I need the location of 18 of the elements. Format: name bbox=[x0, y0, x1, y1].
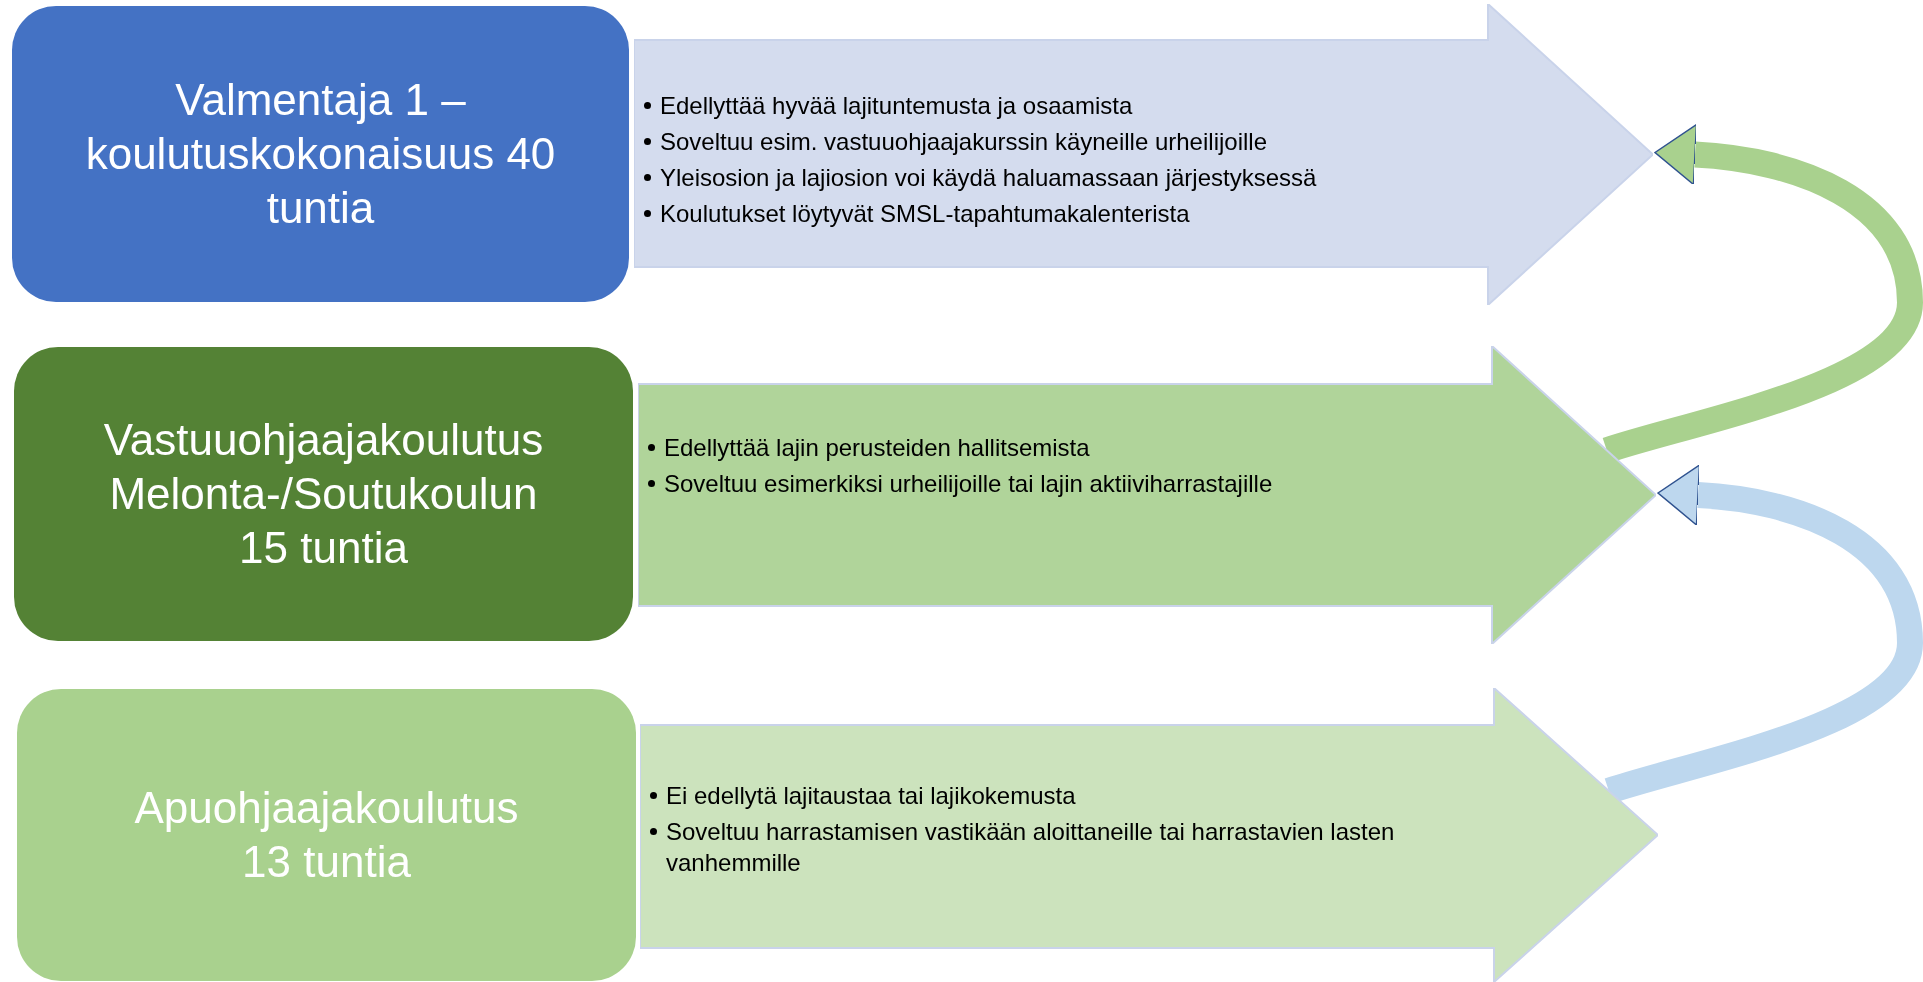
box-title: Vastuuohjaajakoulutus Melonta-/Soutukoulun 15 tuntia bbox=[102, 414, 545, 574]
box-title: Valmentaja 1 – koulutuskokonaisuus 40 tuntia bbox=[84, 74, 557, 234]
bullet-text: Yleisosion ja lajiosion voi käydä haluamassaan järjestyksessä bbox=[660, 163, 1317, 193]
bullet-text: Koulutukset löytyvät SMSL-tapahtumakalenterista bbox=[660, 199, 1190, 229]
curved-arrow bbox=[1602, 123, 1923, 463]
arrow-banner bbox=[634, 4, 1653, 305]
arrow-banner bbox=[640, 688, 1658, 982]
bullet-text: Soveltuu esim. vastuuohjaajakurssin käyneille urheilijoille bbox=[660, 127, 1267, 157]
rounded-box bbox=[17, 689, 636, 981]
box-title: Apuohjaajakoulutus 13 tuntia bbox=[133, 782, 520, 888]
bullet-text: Soveltuu esimerkiksi urheilijoille tai lajin aktiiviharrastajille bbox=[664, 469, 1273, 499]
bullet-text: Edellyttää lajin perusteiden hallitsemista bbox=[664, 433, 1090, 463]
arrow-banner bbox=[638, 346, 1656, 644]
rounded-box bbox=[12, 6, 629, 302]
rounded-box bbox=[14, 347, 633, 641]
bullet-text: Soveltuu harrastamisen vastikään aloittaneille tai harrastavien lasten vanhemmille bbox=[666, 817, 1396, 878]
bullet-text: Ei edellytä lajitaustaa tai lajikokemusta bbox=[666, 781, 1076, 811]
bullet-text: Edellyttää hyvää lajituntemusta ja osaamista bbox=[660, 91, 1133, 121]
